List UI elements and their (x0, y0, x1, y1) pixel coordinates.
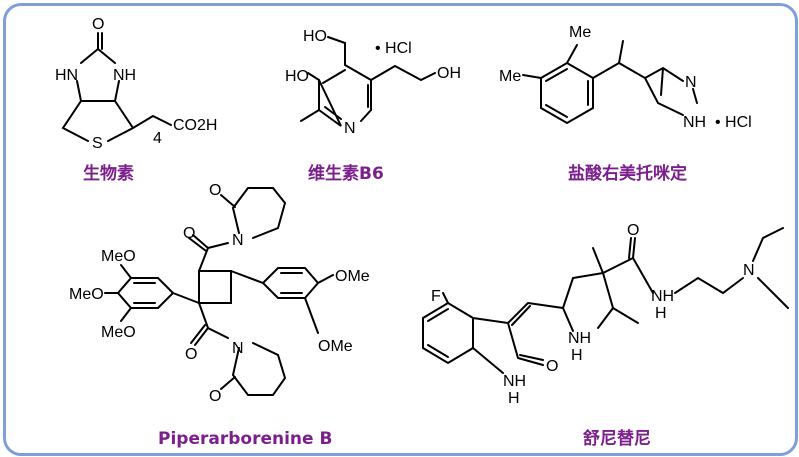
atom-label: • HCl (375, 40, 412, 57)
atom-label: N (743, 262, 755, 279)
atom-label: MeO (101, 324, 136, 341)
piperarborenine-structure: MeO MeO MeO OMe OMe O N O O N O Piperarb… (69, 182, 370, 449)
atom-label: • HCl (715, 114, 752, 131)
atom-label: MeO (101, 248, 136, 265)
atom-label: F (431, 288, 441, 305)
compound-label: 维生素B6 (308, 163, 384, 184)
structures: O HN NH S CO2H 4 生物素 HO • HCl HO OH N 维生… (55, 16, 789, 449)
atom-label: N (232, 232, 244, 249)
atom-label: HO (303, 28, 327, 45)
compound-label: 舒尼替尼 (583, 428, 651, 449)
atom-label: NH (568, 330, 591, 347)
atom-label: NH (683, 114, 706, 131)
atom-label: OMe (335, 268, 370, 285)
atom-label: NH (651, 288, 674, 305)
atom-label: 4 (153, 130, 162, 147)
atom-label: O (627, 222, 639, 239)
atom-label: O (546, 358, 558, 375)
atom-label: S (92, 135, 103, 152)
atom-label: OMe (318, 338, 353, 355)
biotin-structure: O HN NH S CO2H 4 生物素 (55, 16, 217, 184)
atom-label: HN (55, 67, 78, 84)
atom-label: H (655, 305, 667, 322)
atom-label: Me (569, 24, 591, 41)
atom-label: CO2H (173, 117, 217, 134)
atom-label: HO (285, 68, 309, 85)
compound-label: 生物素 (83, 163, 134, 184)
atom-label: NH (113, 67, 136, 84)
atom-label: O (209, 182, 221, 199)
pyridoxine-structure: HO • HCl HO OH N 维生素B6 (285, 28, 461, 184)
atom-label: N (232, 340, 244, 357)
atom-label: MeO (69, 286, 104, 303)
compound-label: 盐酸右美托咪定 (568, 163, 687, 184)
atom-label: NH (503, 373, 526, 390)
atom-label: O (185, 346, 197, 363)
atom-label: H (571, 347, 583, 364)
atom-label: Me (499, 68, 521, 85)
atom-label: O (209, 388, 221, 405)
atom-label: H (508, 390, 520, 407)
compound-label: Piperarborenine B (158, 429, 332, 449)
sunitinib-structure: F NH H O NH H O NH H N 舒尼替尼 (422, 222, 789, 449)
atom-label: N (685, 74, 697, 91)
dexmedetomidine-structure: Me Me N NH • HCl 盐酸右美托咪定 (499, 24, 752, 184)
atom-label: O (183, 225, 195, 242)
diagram-frame: O HN NH S CO2H 4 生物素 HO • HCl HO OH N 维生… (3, 3, 798, 456)
atom-label: O (92, 16, 104, 33)
atom-label: N (344, 120, 356, 137)
atom-label: OH (437, 65, 461, 82)
